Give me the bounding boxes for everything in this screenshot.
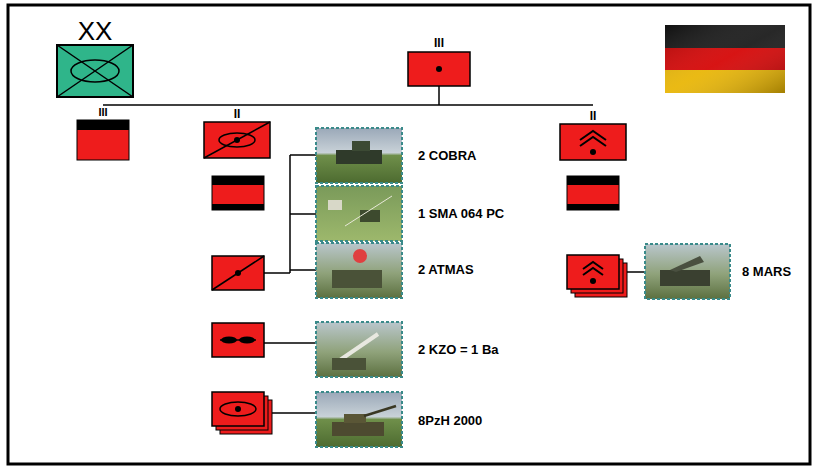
cobra-photo <box>316 128 402 183</box>
division-symbol <box>57 45 133 97</box>
echelon-mark: III <box>434 37 444 49</box>
leader-line <box>272 412 316 414</box>
leader-line <box>264 342 316 344</box>
support-symbol <box>77 120 129 160</box>
bracket-lines <box>264 155 316 273</box>
recon-battery-symbol <box>212 256 264 290</box>
sma-photo <box>316 186 402 241</box>
drone-battery-symbol <box>212 323 264 357</box>
mars-photo <box>645 244 730 299</box>
echelon-mark: II <box>234 108 241 120</box>
equipment-label: 2 COBRA <box>418 149 477 162</box>
leader-line <box>627 271 645 273</box>
mars-battery-stack <box>567 255 627 297</box>
echelon-mark: III <box>98 107 107 118</box>
howitzer-battery-stack <box>212 392 272 434</box>
hq-battery-symbol <box>567 176 619 210</box>
frame <box>8 5 810 464</box>
echelon-mark: XX <box>78 18 113 44</box>
rocket-battalion-symbol <box>560 124 626 160</box>
kzo-photo <box>316 322 402 377</box>
equipment-label: 8PzH 2000 <box>418 414 482 427</box>
equipment-label: 8 MARS <box>742 265 791 278</box>
equipment-label: 1 SMA 064 PC <box>418 207 504 220</box>
recon-battalion-symbol <box>204 122 270 158</box>
pzh-photo <box>316 392 402 447</box>
german-flag <box>665 25 785 93</box>
echelon-mark: II <box>590 110 597 122</box>
tree-lines <box>103 86 593 105</box>
equipment-label: 2 ATMAS <box>418 263 474 276</box>
regiment-symbol <box>408 52 470 86</box>
atmas-photo <box>316 243 402 298</box>
hq-battery-symbol <box>212 176 264 210</box>
equipment-label: 2 KZO = 1 Ba <box>418 343 499 356</box>
